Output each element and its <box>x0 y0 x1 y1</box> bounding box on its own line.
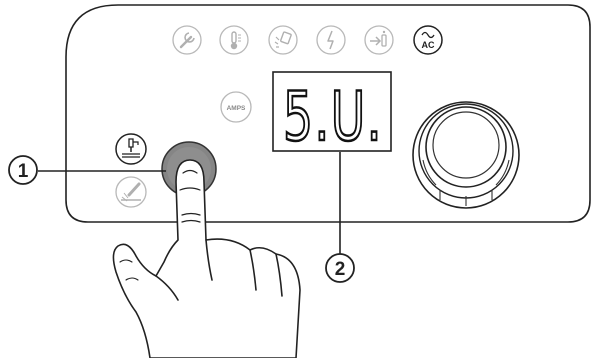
amps-label: AMPS <box>227 105 246 112</box>
display-readout: 5.U. <box>283 78 383 157</box>
wrench-icon[interactable] <box>173 26 201 54</box>
amps-button[interactable]: AMPS <box>221 92 251 122</box>
tig-torch-icon[interactable] <box>116 134 146 164</box>
pulse-waveform-icon[interactable] <box>317 26 345 54</box>
thermometer-icon[interactable] <box>220 26 248 54</box>
arrow-to-output-icon[interactable] <box>365 26 393 54</box>
torch-gas-icon[interactable] <box>269 26 297 54</box>
callout-1-number: 1 <box>18 161 29 182</box>
seven-segment-display: 5.U. <box>273 72 391 157</box>
control-knob[interactable] <box>413 102 519 208</box>
callout-2: 2 <box>326 254 354 282</box>
callout-2-number: 2 <box>335 259 346 280</box>
callout-1: 1 <box>9 156 37 184</box>
ac-sine-icon[interactable]: AC <box>414 26 442 54</box>
ac-label: AC <box>422 40 435 50</box>
stick-electrode-icon[interactable] <box>116 177 146 207</box>
